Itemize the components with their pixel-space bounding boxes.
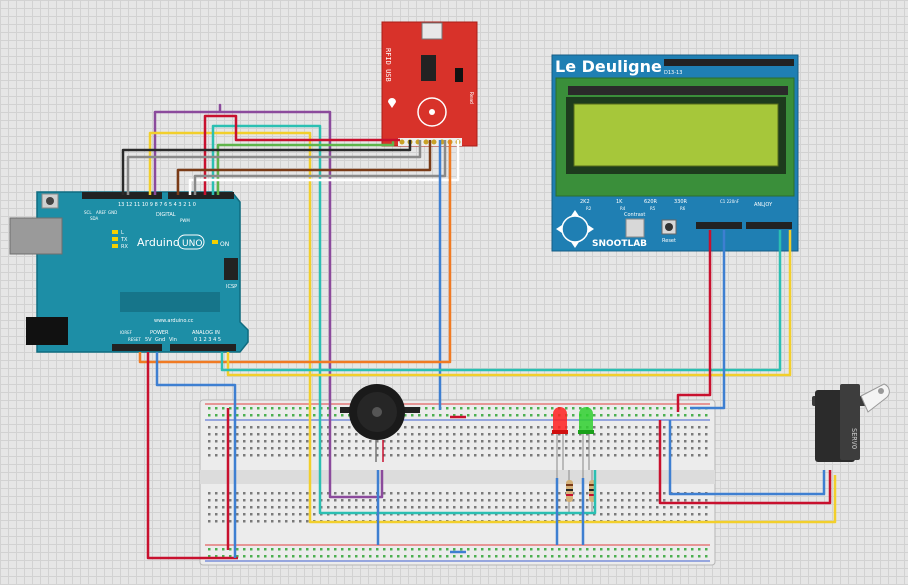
vin-label: Vin	[169, 337, 177, 343]
led-red	[552, 407, 568, 478]
lcd-analog-label: ANLJOY	[754, 202, 773, 208]
analog-in-label: ANALOG IN	[192, 330, 220, 336]
wire-teal	[220, 230, 782, 372]
wire-blue	[690, 230, 726, 410]
wire-red	[203, 114, 400, 195]
arduino-board: Arduino UNO ON L TX RX DIGITAL ICSP www.…	[9, 191, 249, 353]
resistor-label: 1K	[616, 199, 623, 205]
contrast-label: Contrast	[624, 212, 645, 218]
tx-led-label: TX	[120, 237, 128, 243]
ioref-label: IOREF	[120, 330, 133, 335]
wire-orange	[138, 140, 452, 364]
snootlab-logo: SNOOTLAB	[592, 239, 647, 249]
rfid-label: RFID USB	[384, 48, 392, 82]
rx-led-label: RX	[121, 244, 128, 250]
resistor-label: 2K2	[580, 199, 590, 205]
wires	[121, 103, 837, 560]
wire-blue	[155, 352, 237, 558]
contrast-pot	[625, 218, 645, 238]
resistor-id: R2	[586, 206, 592, 211]
wire-purple	[153, 110, 384, 499]
gnd-top-label: GND	[108, 210, 117, 215]
led-green	[578, 407, 594, 478]
on-led-label: ON	[220, 241, 229, 248]
lcd-reset-label: Reset	[662, 238, 676, 244]
wire-gray	[126, 140, 422, 195]
wire-red	[658, 420, 832, 505]
lcd-resistor-row: 2K2 1K 620R 330R R2 R4 R5 R6 C1 220nF	[580, 199, 740, 211]
lcd-shield: Le Deuligne D13-13 2K2 1K 620R 330R R2 R…	[551, 54, 799, 252]
aref-label: AREF	[96, 210, 107, 215]
scl-label: SCL	[84, 210, 92, 215]
wire-green	[216, 140, 395, 195]
lcd-brand: Le Deuligne	[555, 57, 662, 76]
resistor-label: 330R	[674, 199, 688, 205]
5v-label: 5V	[145, 337, 152, 343]
resistor-id: R4	[620, 206, 626, 211]
wire-black	[121, 140, 412, 195]
rfid-reader-board: RFID USB Read	[381, 21, 478, 147]
sda-label: SDA	[90, 216, 99, 221]
l-led-label: L	[121, 230, 124, 236]
resistor-label: 620R	[644, 199, 658, 205]
wire-blue	[668, 420, 826, 496]
icsp-header	[224, 258, 238, 280]
capacitor-label: C1 220nF	[720, 199, 740, 204]
power-label: POWER	[150, 330, 169, 336]
digital-pins-label: 13 12 11 10 9 8 7 6 5 4 3 2 1 0	[118, 202, 196, 208]
rfid-chip	[421, 55, 436, 81]
servo-motor: SERVO	[812, 383, 890, 462]
wire-red	[676, 230, 712, 412]
resistor-id: R5	[650, 206, 656, 211]
uno-text: UNO	[182, 239, 202, 249]
mcu-chip	[120, 292, 220, 312]
url-label: www.arduino.cc	[154, 318, 194, 324]
wire-yellow	[148, 131, 837, 524]
power-jack	[26, 317, 68, 345]
reset-pin-label: RESET	[128, 337, 141, 342]
wire-yellow	[226, 230, 792, 377]
servo-label: SERVO	[850, 428, 858, 449]
lcd-digital-label: D13-13	[664, 70, 682, 76]
pwm-label: PWM	[180, 218, 190, 223]
usb-connector	[9, 217, 63, 255]
arduino-logo-text: Arduino	[137, 236, 180, 249]
digital-label: DIGITAL	[156, 212, 176, 218]
resistor-id: R6	[680, 206, 686, 211]
wire-teal	[211, 124, 597, 515]
joystick-icon	[556, 210, 594, 248]
icsp-label: ICSP	[226, 284, 237, 290]
wire-gray	[193, 140, 447, 195]
wire-white	[188, 140, 460, 195]
resistor	[566, 470, 573, 512]
wire-brown	[176, 140, 432, 195]
rfid-usb-port	[421, 22, 443, 40]
breadboard	[199, 399, 716, 566]
analog-pins-label: 0 1 2 3 4 5	[194, 337, 221, 343]
gnd-label: Gnd	[155, 337, 165, 343]
rfid-read-label: Read	[468, 92, 474, 104]
wire-red	[146, 352, 238, 560]
piezo-buzzer	[340, 384, 420, 462]
